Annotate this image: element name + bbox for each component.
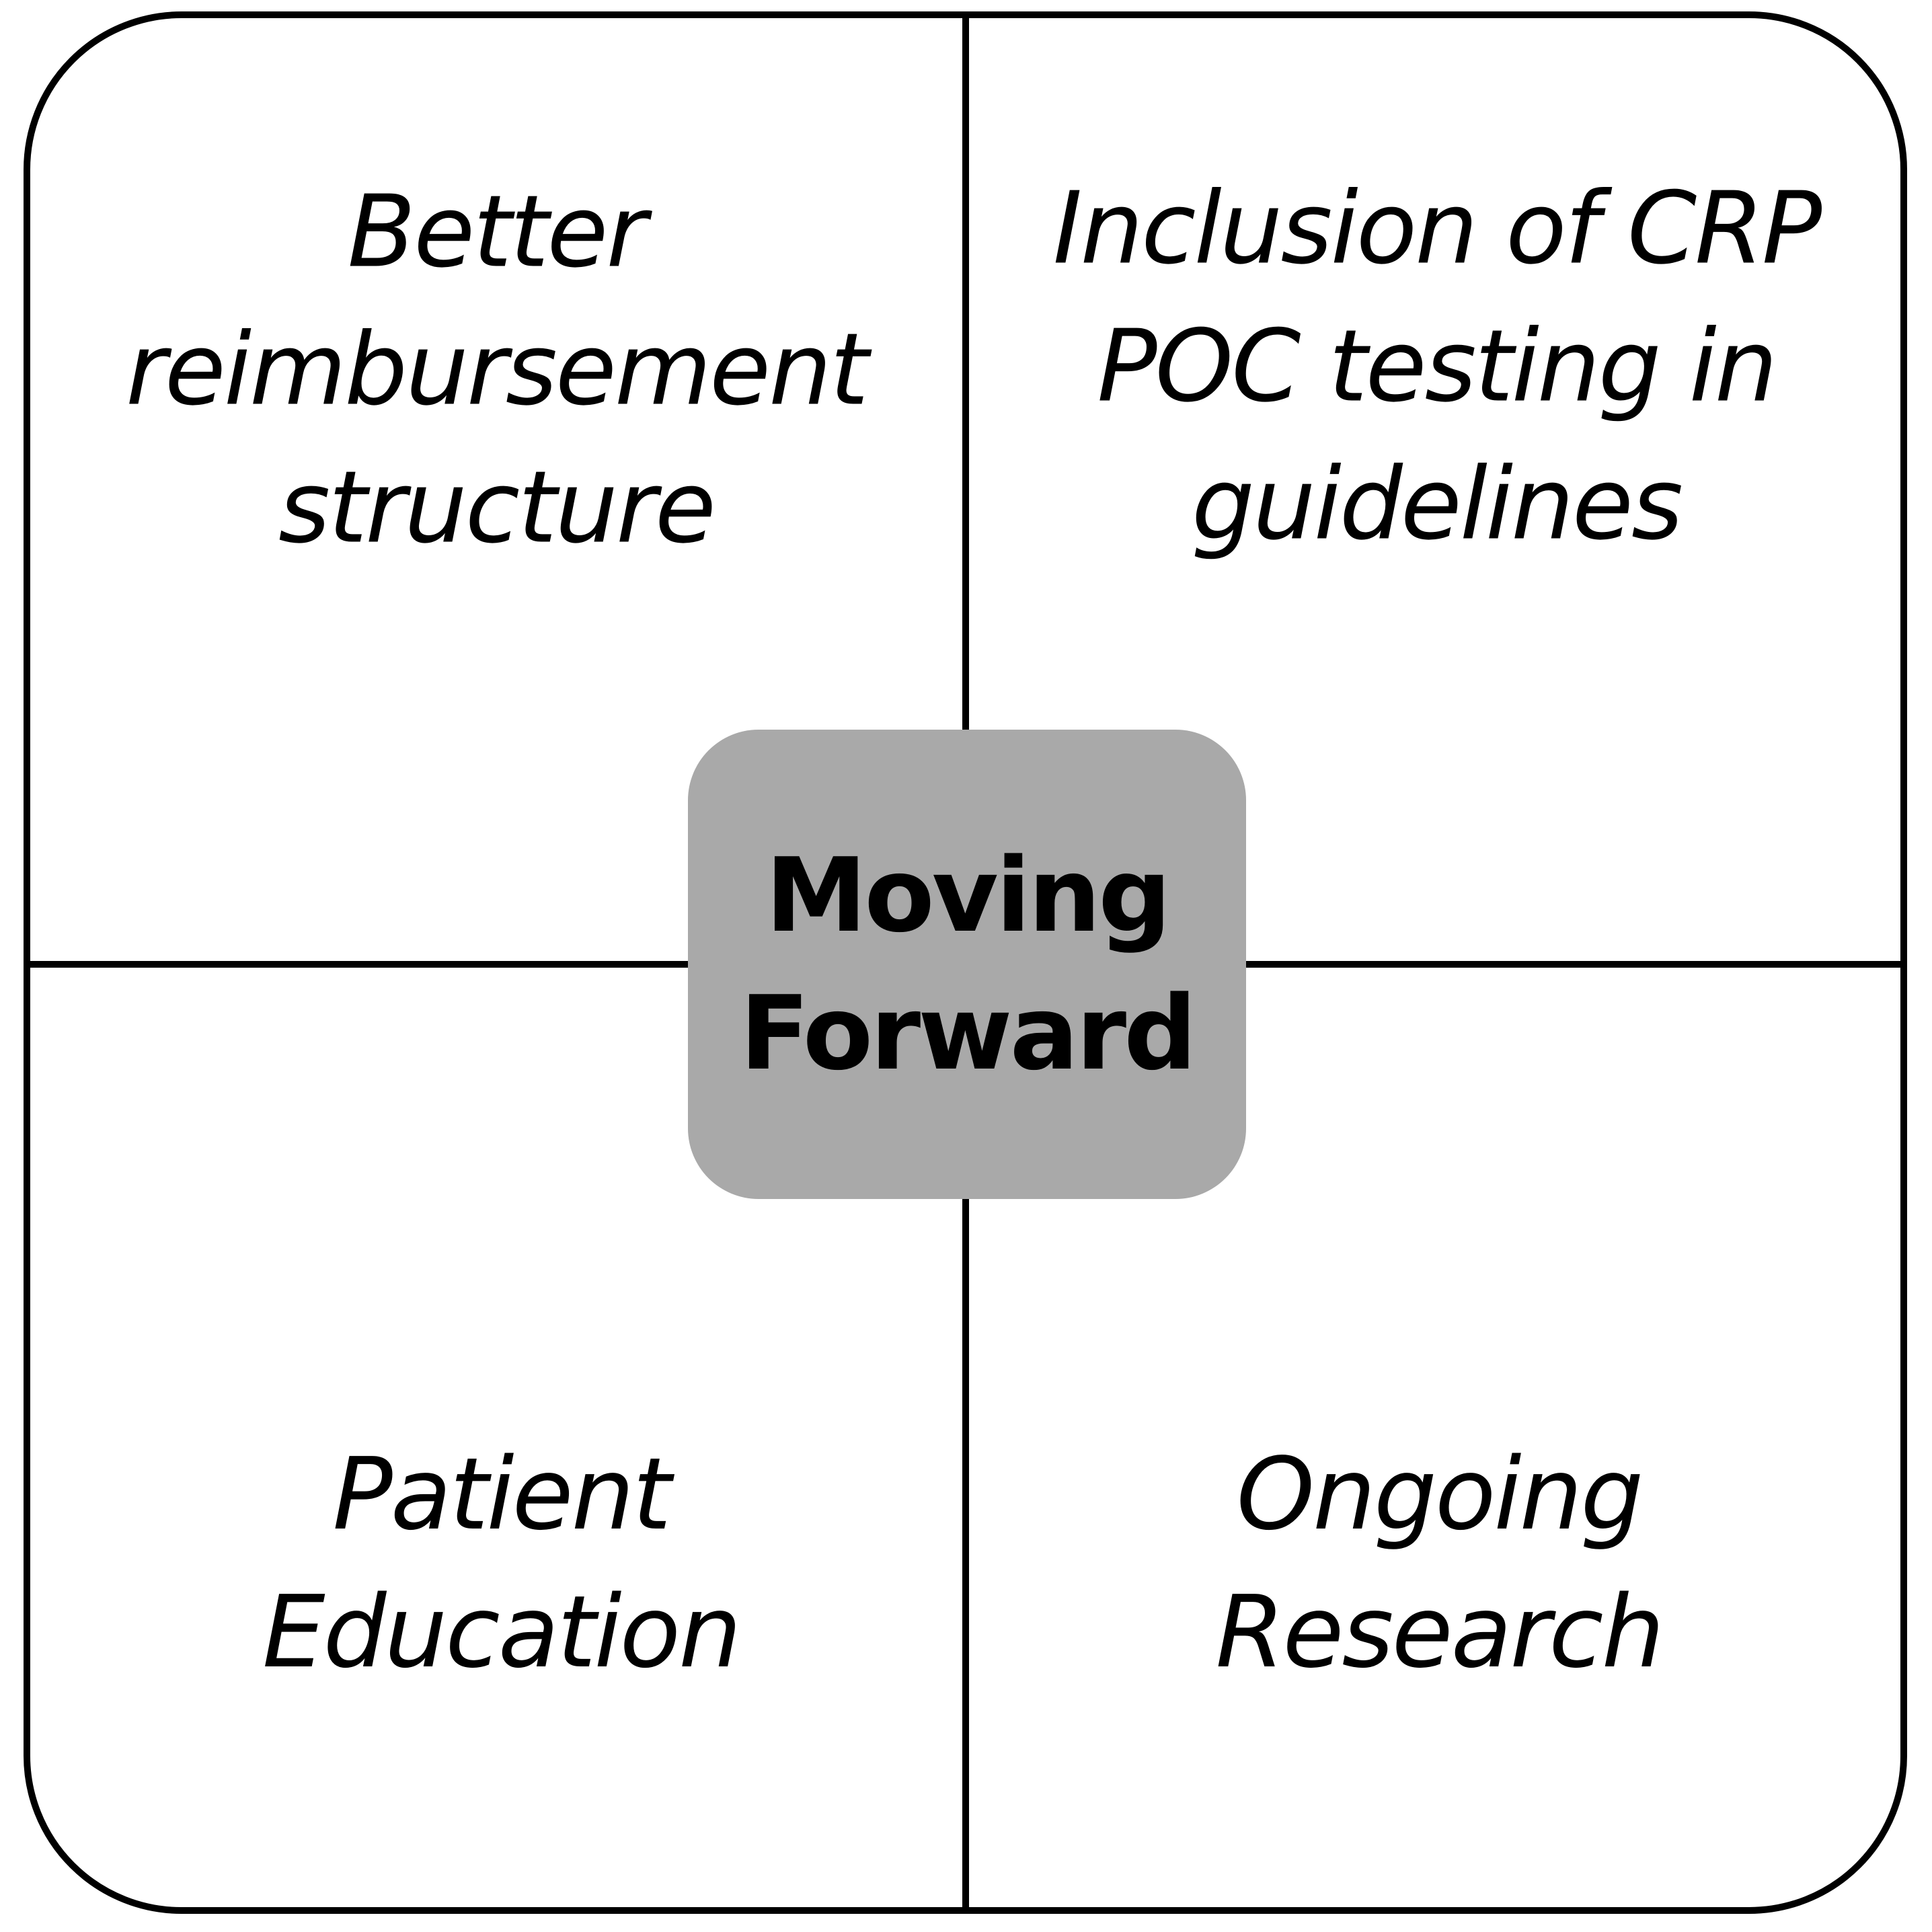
quadrant-label-line: Ongoing: [1236, 1436, 1644, 1552]
quadrant-top-right-label: Inclusion of CRP POC testing in guidelin…: [1052, 160, 1822, 574]
center-moving-forward-box: Moving Forward: [688, 730, 1246, 1199]
quadrant-label-line: Inclusion of CRP: [1052, 170, 1822, 286]
quadrant-label-line: structure: [278, 449, 716, 566]
quadrant-bottom-right-label: Ongoing Research: [1215, 1426, 1665, 1701]
quadrant-label-line: Better: [347, 173, 648, 290]
center-box-title-line: Moving: [765, 836, 1171, 955]
quadrant-label-line: Education: [262, 1574, 742, 1690]
quadrant-label-line: reimbursement: [125, 311, 869, 428]
quadrant-label-line: POC testing in: [1097, 308, 1777, 424]
quadrant-bottom-left-label: Patient Education: [262, 1426, 742, 1701]
quadrant-top-left-label: Better reimbursement structure: [125, 163, 869, 577]
quadrant-label-line: guidelines: [1191, 446, 1683, 562]
quadrant-label-line: Research: [1215, 1574, 1665, 1690]
center-box-title-line: Forward: [740, 974, 1197, 1093]
quadrant-label-line: Patient: [332, 1436, 672, 1552]
